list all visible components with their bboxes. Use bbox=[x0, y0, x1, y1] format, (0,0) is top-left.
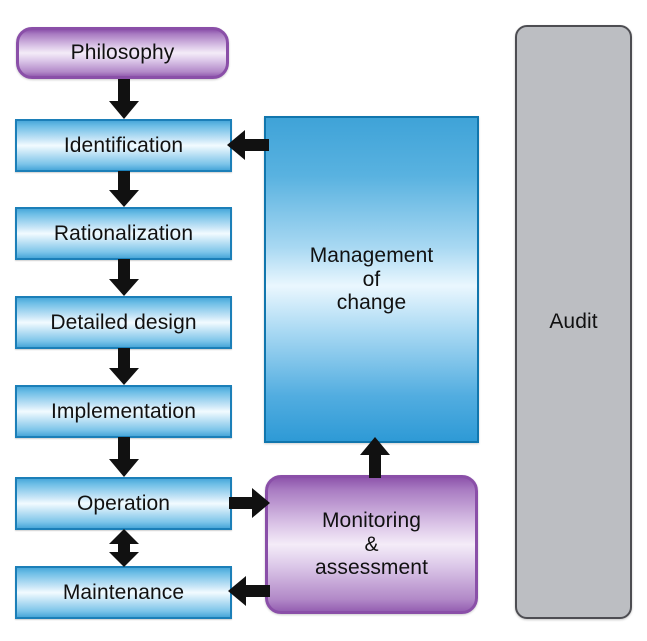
node-implementation[interactable]: Implementation bbox=[15, 385, 232, 438]
node-monitoring-assessment-label: Monitoring & assessment bbox=[314, 509, 429, 580]
node-rationalization-label: Rationalization bbox=[53, 221, 194, 245]
node-philosophy[interactable]: Philosophy bbox=[16, 27, 229, 79]
node-audit[interactable]: Audit bbox=[515, 25, 632, 619]
connector-operation-to-maintenance bbox=[106, 529, 142, 567]
node-management-of-change-label: Management of change bbox=[309, 244, 434, 315]
node-rationalization[interactable]: Rationalization bbox=[15, 207, 232, 260]
node-detailed-design[interactable]: Detailed design bbox=[15, 296, 232, 349]
node-implementation-label: Implementation bbox=[51, 399, 196, 423]
node-operation[interactable]: Operation bbox=[15, 477, 232, 530]
node-philosophy-label: Philosophy bbox=[70, 41, 175, 65]
connector-rationalization-to-detailed-design bbox=[106, 259, 142, 297]
node-operation-label: Operation bbox=[76, 491, 171, 515]
node-monitoring-assessment[interactable]: Monitoring & assessment bbox=[265, 475, 478, 614]
connector-monitoring-to-management-of-change bbox=[357, 437, 393, 479]
connector-detailed-design-to-implementation bbox=[106, 348, 142, 386]
node-detailed-design-label: Detailed design bbox=[50, 310, 197, 334]
connector-identification-to-rationalization bbox=[106, 171, 142, 208]
node-management-of-change[interactable]: Management of change bbox=[264, 116, 479, 443]
connector-monitoring-to-maintenance bbox=[227, 576, 271, 607]
connector-philosophy-to-identification bbox=[106, 79, 142, 120]
node-identification[interactable]: Identification bbox=[15, 119, 232, 172]
node-maintenance-label: Maintenance bbox=[62, 580, 185, 604]
node-audit-label: Audit bbox=[549, 310, 598, 334]
node-identification-label: Identification bbox=[63, 133, 184, 157]
node-maintenance[interactable]: Maintenance bbox=[15, 566, 232, 619]
connector-operation-to-monitoring bbox=[229, 488, 271, 519]
connector-implementation-to-operation bbox=[106, 437, 142, 478]
connector-management-of-change-to-identification bbox=[226, 130, 270, 161]
